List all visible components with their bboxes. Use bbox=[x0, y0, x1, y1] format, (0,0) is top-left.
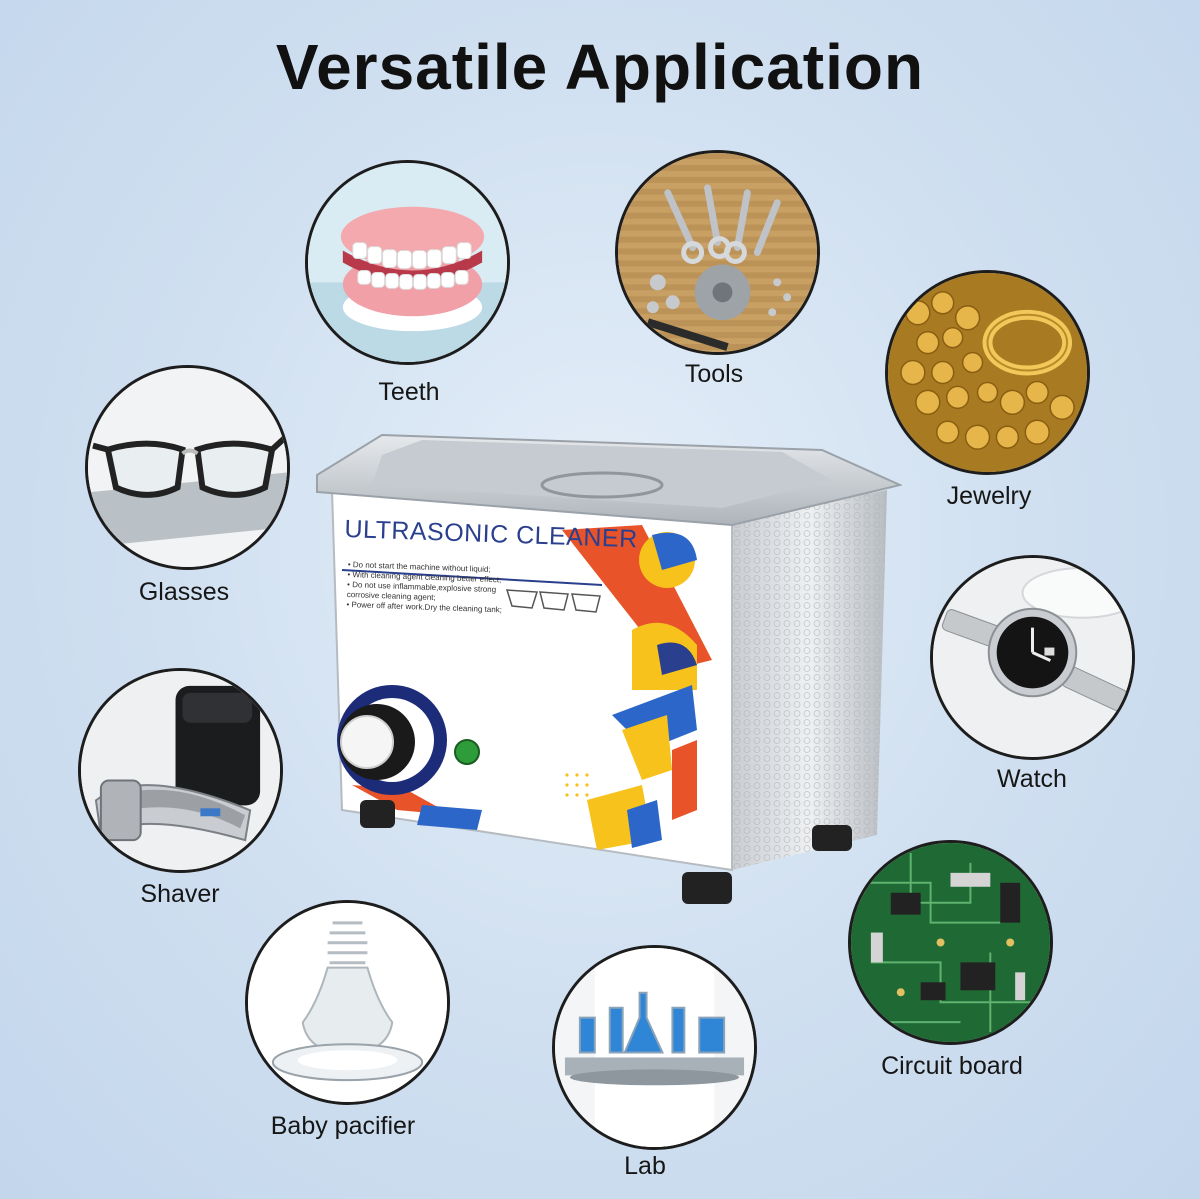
watch-icon bbox=[933, 558, 1132, 757]
tools-icon bbox=[618, 153, 817, 352]
teeth-label: Teeth bbox=[378, 378, 440, 406]
lab-icon bbox=[555, 948, 754, 1147]
teeth-icon bbox=[308, 163, 507, 362]
tools-image bbox=[615, 150, 820, 355]
baby-pacifier-icon bbox=[248, 903, 447, 1102]
jewelry-label: Jewelry bbox=[946, 482, 1032, 510]
shaver-label: Shaver bbox=[140, 880, 220, 908]
product-warnings: • Do not start the machine without liqui… bbox=[346, 560, 598, 619]
page-title: Versatile Application bbox=[275, 31, 925, 103]
ultrasonic-cleaner bbox=[316, 433, 902, 904]
baby-pacifier-image bbox=[245, 900, 450, 1105]
shaver-image bbox=[78, 668, 283, 873]
jewelry-icon bbox=[888, 273, 1087, 472]
teeth-image bbox=[305, 160, 510, 365]
lab-image bbox=[552, 945, 757, 1150]
lab-label: Lab bbox=[624, 1152, 666, 1180]
circuit-board-icon bbox=[851, 843, 1050, 1042]
glasses-image bbox=[85, 365, 290, 570]
watch-label: Watch bbox=[997, 765, 1067, 793]
shaver-icon bbox=[81, 671, 280, 870]
baby-pacifier-label: Baby pacifier bbox=[270, 1112, 416, 1140]
tools-label: Tools bbox=[684, 360, 744, 388]
glasses-icon bbox=[88, 368, 287, 567]
circuit-board-image bbox=[848, 840, 1053, 1045]
circuit-board-label: Circuit board bbox=[881, 1052, 1023, 1080]
glasses-label: Glasses bbox=[138, 578, 230, 606]
jewelry-image bbox=[885, 270, 1090, 475]
watch-image bbox=[930, 555, 1135, 760]
